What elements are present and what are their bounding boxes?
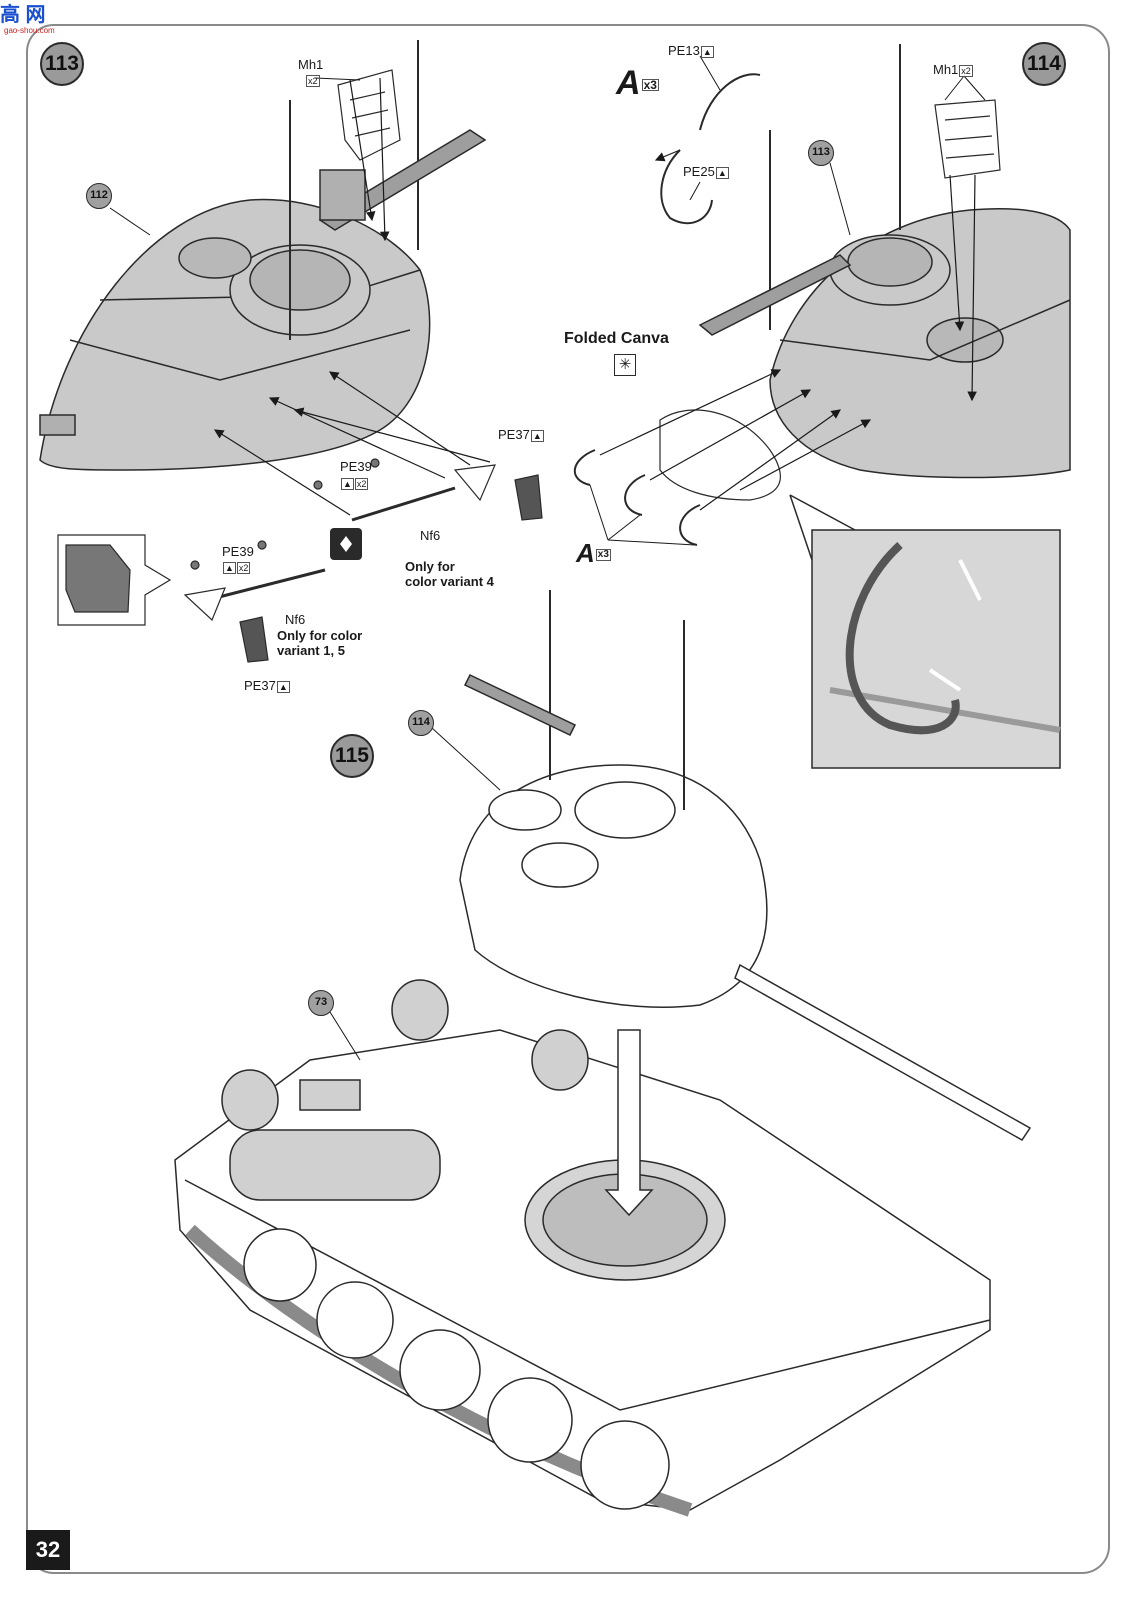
folded-canvas (659, 409, 781, 501)
arrows-113 (213, 77, 491, 516)
note-variant15-line1: Only for color (277, 628, 363, 643)
photo-etch-icon: ▲ (341, 477, 354, 490)
part-label-pe25: PE25▲ (683, 164, 729, 179)
leader-lines (109, 55, 986, 1061)
ref-114: 114 (408, 710, 434, 736)
turret-113 (39, 40, 487, 471)
step-number-113: 113 (40, 42, 84, 86)
part-label-pe39-top: PE39 (340, 459, 372, 474)
page-number: 32 (26, 1530, 70, 1570)
site-logo-url: gao-shou.com (4, 26, 55, 35)
part-label-mh1-left: Mh1 (298, 57, 324, 72)
step-number-115: 115 (330, 734, 374, 778)
ref-112: 112 (86, 183, 112, 209)
ref-73: 73 (308, 990, 334, 1016)
photo-etch-icon: ▲ (715, 166, 729, 179)
drop-arrow-115 (604, 1029, 654, 1217)
part-label-pe37-bottom: PE37▲ (244, 678, 290, 693)
shovel-parts-bottom (183, 540, 326, 663)
note-variant4-line1: Only for (405, 559, 455, 574)
photo-etch-icon: ▲ (700, 45, 714, 58)
part-label-nf6-bottom: Nf6 (285, 612, 306, 627)
part-qty-pe39-bottom: ▲x2 (223, 561, 251, 574)
shovel-parts-top (313, 458, 543, 522)
hull-115 (174, 979, 991, 1517)
step-number-114: 114 (1022, 42, 1066, 86)
part-label-pe39-bottom: PE39 (222, 544, 254, 559)
note-folded-canva: Folded Canva (564, 330, 669, 347)
arrows-114 (599, 149, 977, 511)
part-label-pe13: PE13▲ (668, 43, 714, 58)
hatch-plate-mh1-left (337, 69, 401, 161)
part-qty-pe39-top: ▲x2 (341, 477, 369, 490)
turret-114 (698, 44, 1071, 479)
part-label-nf6-top: Nf6 (420, 528, 441, 543)
turret-115 (459, 590, 1032, 1141)
photo-etch-icon: ▲ (276, 680, 290, 693)
site-logo: 高 网 (0, 4, 46, 26)
photo-etch-icon: ▲ (223, 561, 236, 574)
canvas-strap-a-top (660, 73, 761, 225)
color-variant-icon (330, 528, 362, 560)
part-label-pe37-top: PE37▲ (498, 427, 544, 442)
resin-part-icon: ✳ (614, 354, 636, 376)
strap-detail-inset (789, 494, 1061, 769)
hatch-plate-mh1-right (934, 99, 1001, 179)
note-variant15-line2: variant 1, 5 (277, 643, 345, 658)
photo-etch-icon: ▲ (530, 429, 544, 442)
page-border (26, 24, 1110, 1574)
ref-113: 113 (808, 140, 834, 166)
part-qty-mh1-left: x2 (306, 74, 320, 87)
inset-shovel-box (57, 534, 172, 626)
canvas-straps-a-bottom (573, 449, 701, 546)
note-variant4-line2: color variant 4 (405, 574, 494, 589)
